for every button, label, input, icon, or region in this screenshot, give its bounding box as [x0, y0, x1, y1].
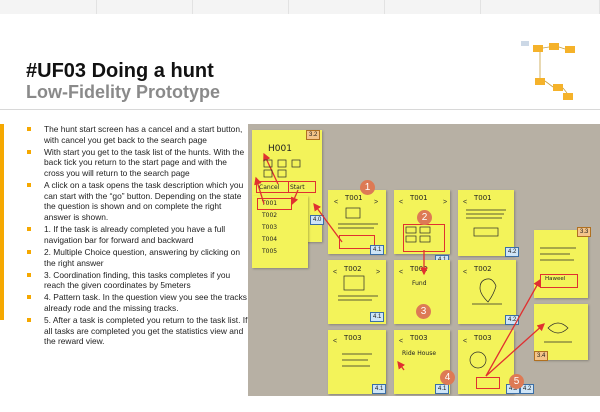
note-task-label: T003 [262, 224, 278, 231]
screen-tag: 4.2 [505, 247, 520, 257]
bullet-item: 3. Coordination finding, this tasks comp… [26, 270, 248, 291]
svg-text:<: < [333, 338, 337, 345]
slide-title: #UF03 Doing a hunt [26, 60, 214, 82]
screen-tag: 4.1 [370, 245, 385, 255]
note-screen-title: T001 [474, 194, 492, 202]
step-marker: 2 [417, 210, 432, 225]
annotation-box [339, 235, 375, 249]
prototype-photo: H001 Cancel Start 3.2 T001 T002 T003 T00… [248, 124, 600, 396]
note-screen-title: T001 [345, 194, 363, 202]
screen-tag: 4.1 [370, 312, 385, 322]
bullet-text: 4. Pattern task. In the question view yo… [44, 292, 247, 314]
step-marker: 1 [360, 180, 375, 195]
svg-text:<: < [333, 269, 337, 276]
bullet-icon [27, 183, 31, 188]
bullet-item: A click on a task opens the task descrip… [26, 180, 248, 222]
bullet-item: With start you get to the task list of t… [26, 147, 248, 179]
note-screen-title: T002 [410, 265, 428, 273]
sticky-note-task [458, 260, 516, 324]
svg-text:>: > [374, 199, 378, 206]
bullet-item: The hunt start screen has a cancel and a… [26, 124, 248, 145]
note-handwritten-text: Haweel [545, 276, 566, 282]
bullet-icon [27, 249, 31, 254]
sticky-note-task [458, 190, 514, 256]
note-start-label: Start [290, 184, 305, 191]
svg-text:>: > [376, 269, 380, 276]
bullet-text: A click on a task opens the task descrip… [44, 180, 244, 222]
step-marker: 3 [416, 304, 431, 319]
top-strip-segment [384, 0, 481, 14]
note-handwritten-text: Ride House [402, 350, 437, 357]
svg-text:<: < [399, 338, 403, 345]
slide-subtitle: Low-Fidelity Prototype [26, 82, 221, 102]
svg-text:<: < [399, 269, 403, 276]
bullet-text: The hunt start screen has a cancel and a… [44, 124, 243, 145]
bullet-icon [27, 127, 31, 131]
bullet-item: 5. After a task is completed you return … [26, 315, 248, 347]
bullet-icon [27, 227, 31, 232]
note-task-label: T002 [262, 212, 278, 219]
svg-text:<: < [463, 269, 467, 276]
step-marker: 5 [509, 374, 524, 389]
note-task-label: T005 [262, 248, 278, 255]
top-strip-segment [192, 0, 289, 14]
bullet-text: With start you get to the task list of t… [44, 146, 245, 178]
screen-tag: 4.1 [435, 384, 450, 394]
flow-thumbnail-icon [521, 41, 575, 100]
bullet-text: 3. Coordination finding, this tasks comp… [44, 269, 231, 291]
note-hunt-title: H001 [268, 144, 292, 154]
annotation-arrows: < > < > < < > < < < < < [254, 152, 576, 377]
bullet-item: 4. Pattern task. In the question view yo… [26, 292, 248, 313]
top-strip-segment [288, 0, 385, 14]
screen-tag: 4.2 [520, 384, 535, 394]
bullet-item: 1. If the task is already completed you … [26, 224, 248, 245]
screen-tag: 3.3 [577, 227, 592, 237]
sticky-note-task [328, 330, 386, 394]
note-cancel-label: Cancel [259, 184, 280, 191]
note-handwritten-text: Fund [412, 280, 427, 287]
screen-tag: 4.0 [310, 215, 325, 225]
title-divider [0, 109, 600, 110]
note-screen-title: T003 [474, 334, 492, 342]
note-screen-title: T003 [410, 334, 428, 342]
step-marker: 4 [440, 370, 455, 385]
sticky-note-task [328, 190, 386, 254]
bullet-list: The hunt start screen has a cancel and a… [26, 124, 248, 349]
screen-tag: 4.2 [505, 315, 520, 325]
bullet-text: 1. If the task is already completed you … [44, 224, 226, 245]
bullet-text: 2. Multiple Choice question, answering b… [44, 246, 240, 268]
svg-text:<: < [334, 199, 338, 206]
top-strip-segment [0, 0, 97, 14]
bullet-icon [27, 272, 31, 277]
svg-text:>: > [443, 199, 447, 206]
sticky-note-statistics [534, 230, 588, 298]
screen-tag: 3.4 [534, 351, 549, 361]
note-screen-title: T002 [344, 265, 362, 273]
svg-text:<: < [463, 199, 467, 206]
sticky-note-reward [534, 304, 588, 360]
bullet-icon [27, 295, 31, 300]
note-screen-title: T002 [474, 265, 492, 273]
annotation-box [476, 377, 500, 389]
bullet-icon [27, 318, 31, 323]
top-strip-segment [480, 0, 600, 14]
accent-bar [0, 124, 4, 320]
note-screen-title: T003 [344, 334, 362, 342]
note-task-label: T001 [262, 200, 278, 207]
sticky-note-task-list [252, 196, 308, 268]
svg-text:<: < [463, 338, 467, 345]
note-screen-title: T001 [410, 194, 428, 202]
bullet-text: 5. After a task is completed you return … [44, 315, 248, 347]
bullet-icon [27, 149, 31, 154]
screen-tag: 3.2 [306, 130, 321, 140]
annotation-box [288, 181, 316, 193]
note-task-label: T004 [262, 236, 278, 243]
top-strip [0, 0, 600, 14]
svg-text:<: < [399, 199, 403, 206]
bullet-item: 2. Multiple Choice question, answering b… [26, 247, 248, 268]
screen-tag: 4.1 [372, 384, 387, 394]
top-strip-segment [96, 0, 193, 14]
